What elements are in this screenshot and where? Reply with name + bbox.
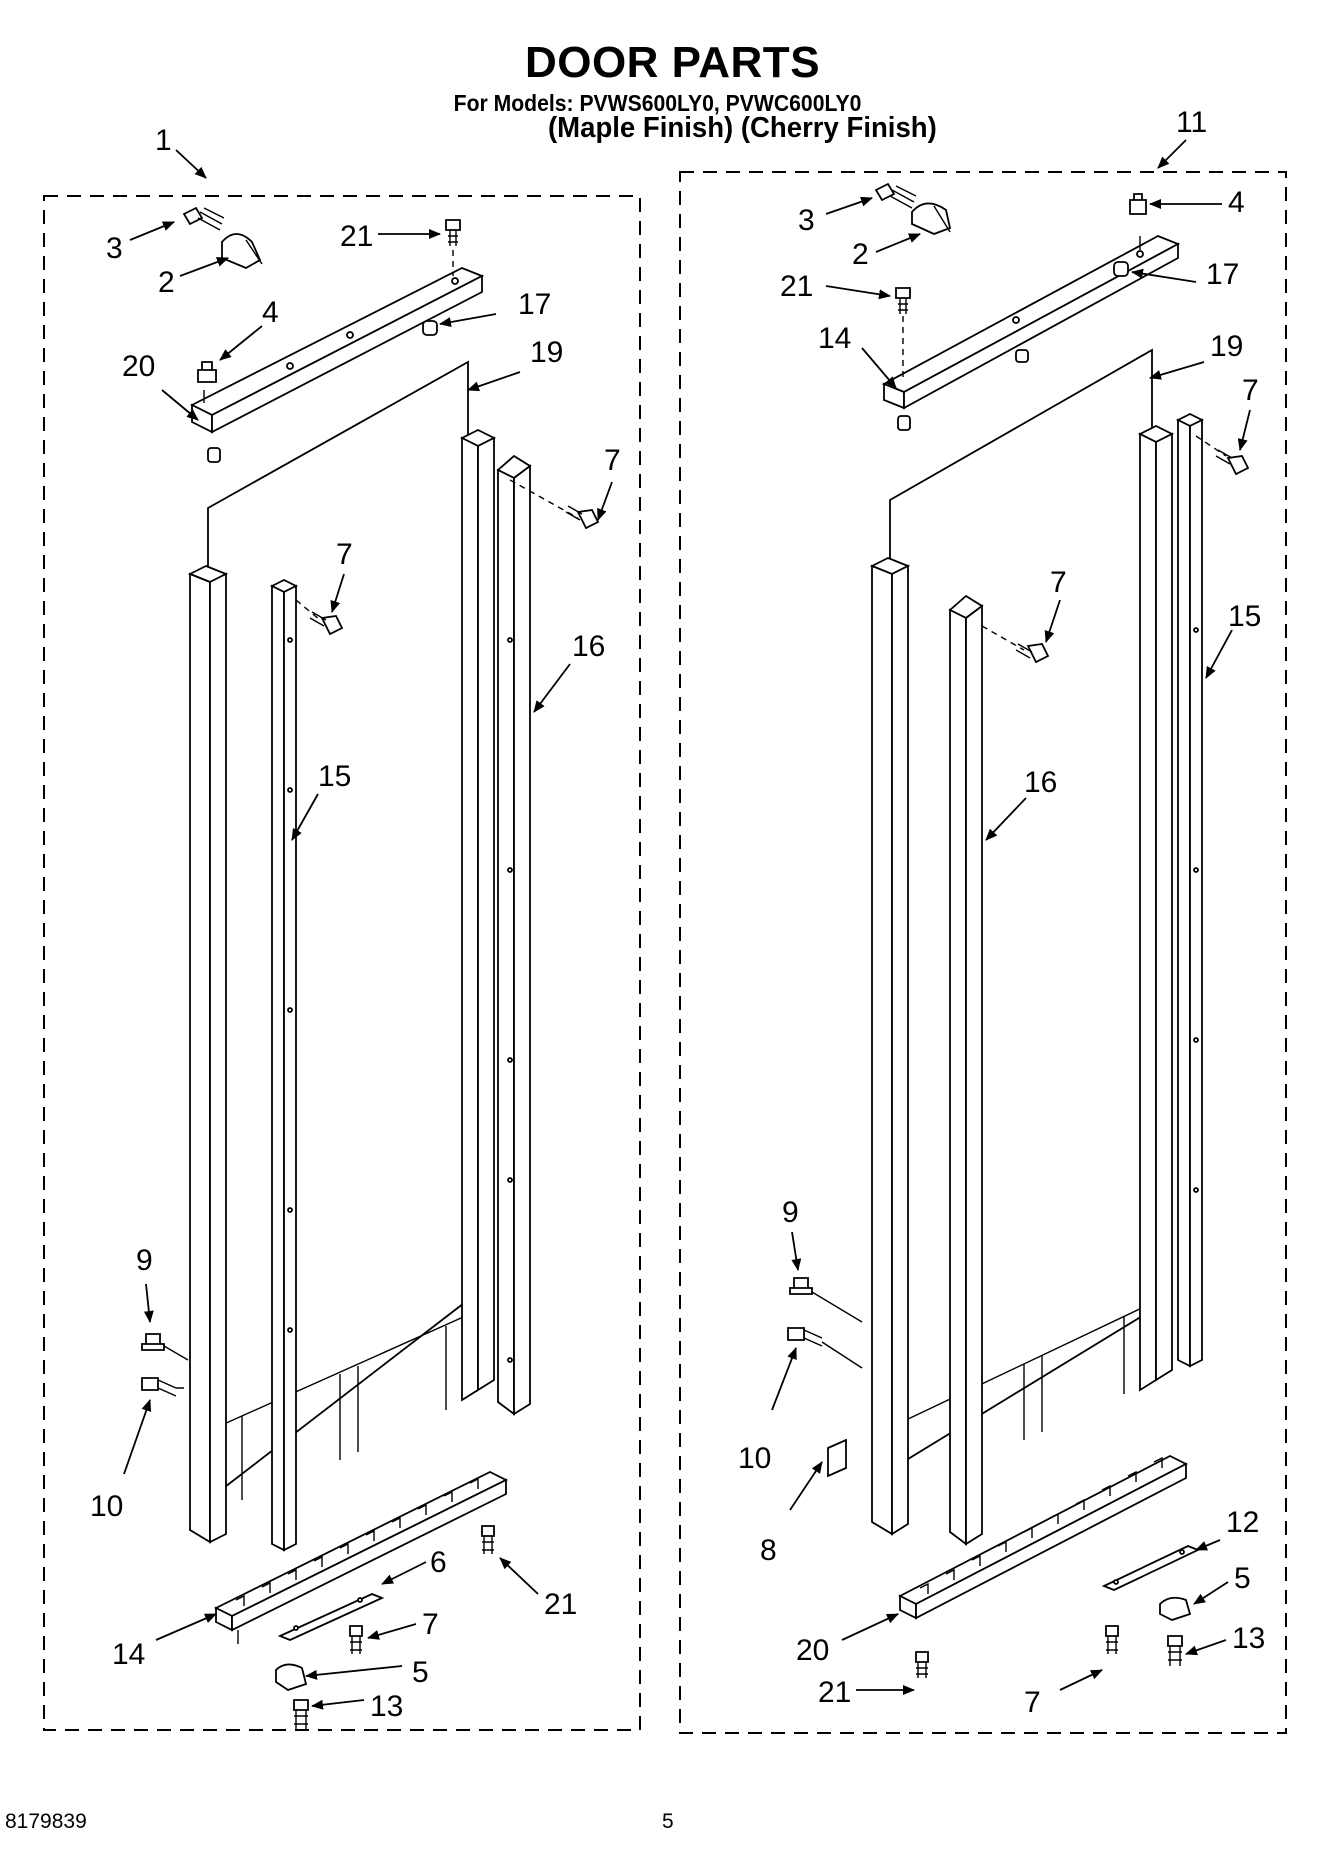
left-hinge-bracket-2	[221, 233, 262, 270]
right-screw-7-upper	[1195, 435, 1250, 476]
right-callout-7-upper: 7	[1242, 374, 1259, 407]
left-screw-13	[293, 1699, 309, 1730]
right-clip-9	[789, 1277, 813, 1295]
left-callout-4: 4	[262, 296, 279, 329]
right-screw-7-bottom	[1105, 1625, 1119, 1654]
right-callout-8: 8	[760, 1534, 777, 1567]
page-title: DOOR PARTS	[524, 38, 821, 87]
right-screw-21-top	[895, 287, 911, 380]
left-callout-7-middle: 7	[336, 538, 353, 571]
right-callout-21-bottom: 21	[818, 1676, 851, 1709]
right-callout-19: 19	[1210, 330, 1243, 363]
left-callout-10: 10	[90, 1490, 123, 1523]
page-number: 5	[662, 1810, 674, 1833]
left-clip-9	[141, 1333, 165, 1351]
right-callout-21-top: 21	[780, 270, 813, 303]
right-callout-14: 14	[818, 322, 851, 355]
left-callout-6: 6	[430, 1546, 447, 1579]
left-door-panel	[207, 360, 471, 1510]
right-top-hinge-bar	[881, 235, 1181, 431]
right-screw-21-bottom	[915, 1651, 929, 1678]
right-callout-16: 16	[1024, 766, 1057, 799]
left-callout-20: 20	[122, 350, 155, 383]
left-screw-7-middle	[295, 599, 344, 636]
left-bushing-17	[422, 320, 438, 336]
left-screw-7-bottom	[349, 1625, 363, 1654]
left-bottom-hinge-bar	[213, 1470, 509, 1644]
left-screw-21-bottom	[481, 1525, 495, 1554]
left-channel-16	[496, 454, 532, 1416]
left-bracket-5	[275, 1663, 308, 1691]
left-assembly-label: 1	[155, 124, 172, 157]
right-callout-4: 4	[1228, 186, 1245, 219]
left-trim-outer	[187, 565, 229, 1544]
left-callout-15: 15	[318, 760, 351, 793]
left-plate-6	[277, 1593, 385, 1641]
right-part-4	[1129, 193, 1147, 215]
left-callout-2: 2	[158, 266, 175, 299]
right-bushing-17	[1113, 261, 1129, 277]
left-callout-3: 3	[106, 232, 123, 265]
left-screw-10	[141, 1377, 184, 1397]
left-callout-9: 9	[136, 1244, 153, 1277]
right-plate-12	[1101, 1545, 1201, 1591]
right-door-panel	[889, 348, 1153, 1486]
right-screw-3	[874, 182, 917, 209]
left-callout-14: 14	[112, 1638, 145, 1671]
right-callout-leaders	[771, 139, 1251, 1695]
right-channel-16	[948, 594, 984, 1546]
right-callout-7-middle: 7	[1050, 566, 1067, 599]
left-callout-16: 16	[572, 630, 605, 663]
left-screw-3	[182, 206, 225, 231]
right-screw-7-middle	[981, 625, 1050, 664]
left-screw-21-top	[445, 219, 461, 276]
left-trim-right-edge	[459, 428, 497, 1402]
right-trim-outer	[869, 557, 911, 1536]
left-assembly-boundary	[43, 195, 641, 1731]
left-assembly: 1 3 2 21 4 17 20 19 7 7 16 15 9 10 6 21 …	[43, 124, 641, 1731]
left-callout-leaders	[123, 149, 613, 1710]
right-callout-3: 3	[798, 204, 815, 237]
right-bottom-hinge-bar	[898, 1454, 1188, 1620]
left-callout-13: 13	[370, 1690, 403, 1723]
right-callout-2: 2	[852, 238, 869, 271]
right-callout-12: 12	[1226, 1506, 1259, 1539]
right-screw-10	[787, 1327, 863, 1369]
right-assembly-boundary	[679, 171, 1287, 1734]
right-callout-10: 10	[738, 1442, 771, 1475]
right-label-8	[827, 1438, 847, 1478]
left-screw-7-upper	[509, 479, 600, 530]
right-callout-15: 15	[1228, 600, 1261, 633]
document-number: 8179839	[5, 1810, 87, 1833]
right-callout-5: 5	[1234, 1562, 1251, 1595]
left-top-hinge-bar	[189, 267, 485, 463]
right-callout-7-bottom: 7	[1024, 1686, 1041, 1719]
right-callout-17: 17	[1206, 258, 1239, 291]
left-callout-7-bottom: 7	[422, 1608, 439, 1641]
left-callout-21-top: 21	[340, 220, 373, 253]
left-part-4	[197, 361, 217, 383]
right-bracket-5	[1159, 1596, 1192, 1621]
right-screw-13	[1167, 1635, 1183, 1666]
right-hinge-bracket-2	[911, 202, 952, 235]
right-callout-9: 9	[782, 1196, 799, 1229]
right-callout-20: 20	[796, 1634, 829, 1667]
right-trim-right-edge	[1137, 424, 1175, 1392]
left-trim-15	[269, 578, 299, 1552]
finish-line: (Maple Finish) (Cherry Finish)	[548, 112, 937, 144]
left-callout-21-bottom: 21	[544, 1588, 577, 1621]
left-callout-7-upper: 7	[604, 444, 621, 477]
left-callout-17: 17	[518, 288, 551, 321]
models-line: For Models: PVWS600LY0, PVWC600LY0	[453, 90, 862, 116]
right-assembly-label: 11	[1176, 106, 1207, 139]
left-callout-5: 5	[412, 1656, 429, 1689]
left-callout-19: 19	[530, 336, 563, 369]
right-assembly: 11 3 4 2 21 17 14 19 7 7 15 16 9 10 8 12…	[679, 106, 1287, 1734]
right-callout-13: 13	[1232, 1622, 1265, 1655]
right-trim-15	[1175, 412, 1205, 1368]
